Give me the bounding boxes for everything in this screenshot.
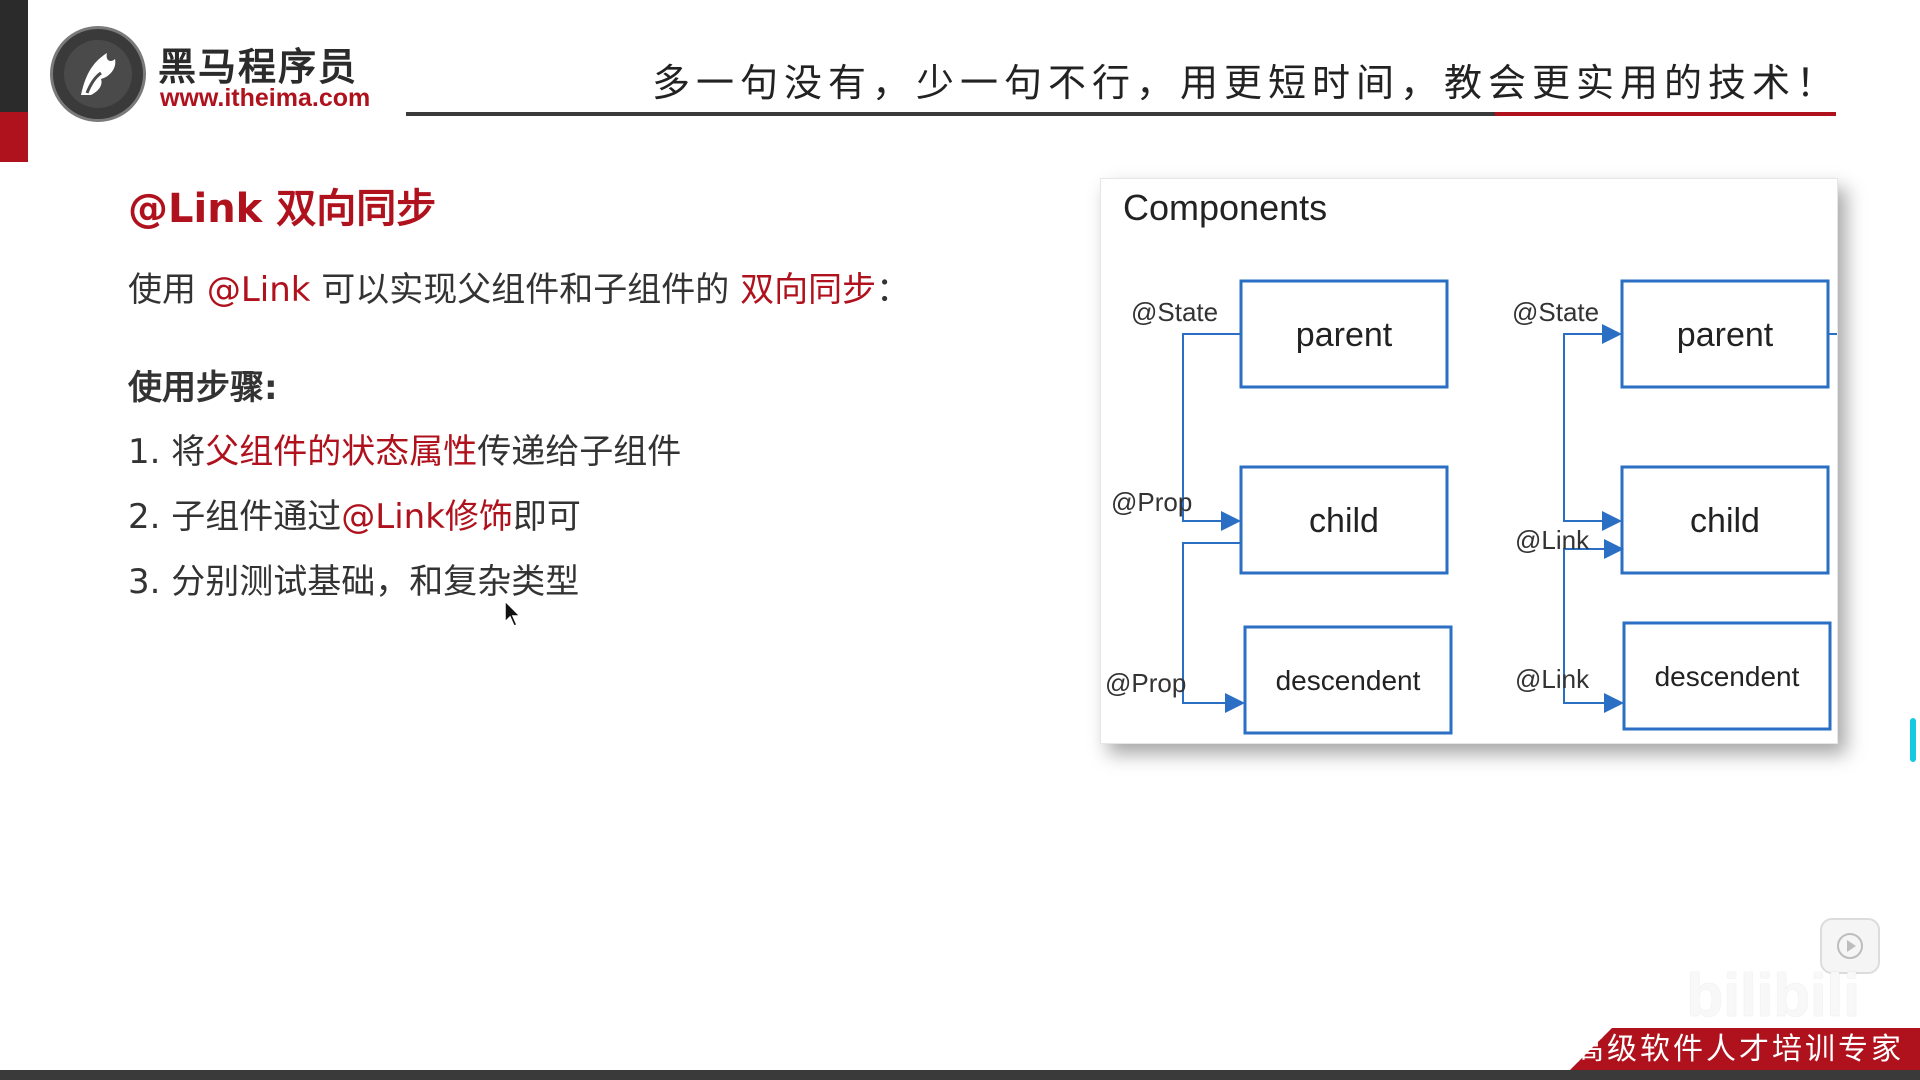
right-parent-label: parent	[1677, 316, 1774, 354]
header-divider-accent	[1495, 112, 1836, 116]
left-child-box	[1239, 465, 1449, 575]
step-item-3: 3. 分别测试基础，和复杂类型	[128, 554, 579, 603]
step-item-1: 1. 将父组件的状态属性传递给子组件	[128, 424, 681, 473]
brand-logo: 黑马程序员 www.itheima.com	[50, 26, 380, 122]
left-prop-label-2: @Prop	[1105, 668, 1186, 698]
step-number: 3.	[128, 562, 172, 602]
step-text-pre: 将	[171, 432, 206, 472]
scroll-indicator[interactable]	[1910, 718, 1916, 762]
left-descendent-box	[1243, 625, 1453, 735]
footer-bar	[0, 1070, 1920, 1080]
right-child-label: child	[1690, 502, 1760, 540]
footer-tag	[1570, 1028, 1920, 1070]
left-arrow-parent-child	[1182, 333, 1241, 531]
right-link-label-2: @Link	[1515, 664, 1590, 694]
step-text-post: 即可	[512, 497, 581, 537]
intro-middle: 可以实现父组件和子组件的	[310, 270, 741, 310]
right-arrow-descendent-child	[1563, 539, 1624, 703]
intro-highlight-link: @Link	[206, 270, 311, 310]
brand-name: 黑马程序员	[158, 45, 359, 89]
left-accent-dark	[0, 0, 28, 112]
brand-url: www.itheima.com	[160, 84, 371, 112]
step-highlight: @Link修饰	[341, 497, 513, 537]
intro-highlight-sync: 双向同步	[740, 270, 877, 310]
step-text-post: 传递给子组件	[477, 432, 682, 472]
step-text-pre: 分别测试基础，和复杂类型	[171, 562, 580, 602]
left-child-label: child	[1309, 502, 1379, 540]
step-number: 2.	[128, 497, 172, 537]
diagram-canvas: parent child descendent parent child des…	[1105, 279, 1837, 735]
right-descendent-box	[1622, 621, 1832, 731]
left-arrow-child-descendent	[1182, 542, 1245, 713]
slide-title: @Link 双向同步	[128, 186, 437, 232]
intro-suffix: ：	[876, 270, 911, 310]
right-child-box	[1620, 465, 1830, 575]
left-prop-label-1: @Prop	[1111, 487, 1192, 517]
intro-prefix: 使用	[128, 270, 207, 310]
play-icon[interactable]	[1820, 918, 1880, 974]
left-parent-label: parent	[1296, 316, 1393, 354]
right-arrow-parent-child	[1563, 334, 1622, 531]
step-highlight: 父组件的状态属性	[205, 432, 478, 472]
bilibili-watermark: bilibili	[1686, 962, 1860, 1029]
footer-tagline: 高级软件人才培训专家	[1574, 1032, 1904, 1067]
step-number: 1.	[128, 432, 172, 472]
right-state-label: @State	[1512, 297, 1599, 327]
header-divider	[406, 112, 1836, 116]
diagram-title: Components	[1123, 187, 1328, 228]
step-item-2: 2. 子组件通过@Link修饰即可	[128, 489, 581, 538]
mouse-cursor-icon	[504, 599, 524, 632]
right-arrow-child-parent	[1563, 324, 1622, 522]
components-diagram: Components parent child descen	[1100, 178, 1838, 744]
right-descendent-label: descendent	[1655, 661, 1800, 692]
left-accent-red	[0, 112, 28, 162]
left-state-label: @State	[1131, 297, 1218, 327]
left-descendent-label: descendent	[1276, 665, 1421, 696]
header-slogan: 多一句没有，少一句不行，用更短时间，教会更实用的技术！	[651, 61, 1840, 105]
right-link-label-1: @Link	[1515, 525, 1590, 555]
step-text-pre: 子组件通过	[171, 497, 342, 537]
horse-logo-icon	[50, 26, 146, 122]
intro-text: 使用 @Link 可以实现父组件和子组件的 双向同步：	[128, 262, 910, 311]
steps-title: 使用步骤:	[128, 368, 278, 408]
